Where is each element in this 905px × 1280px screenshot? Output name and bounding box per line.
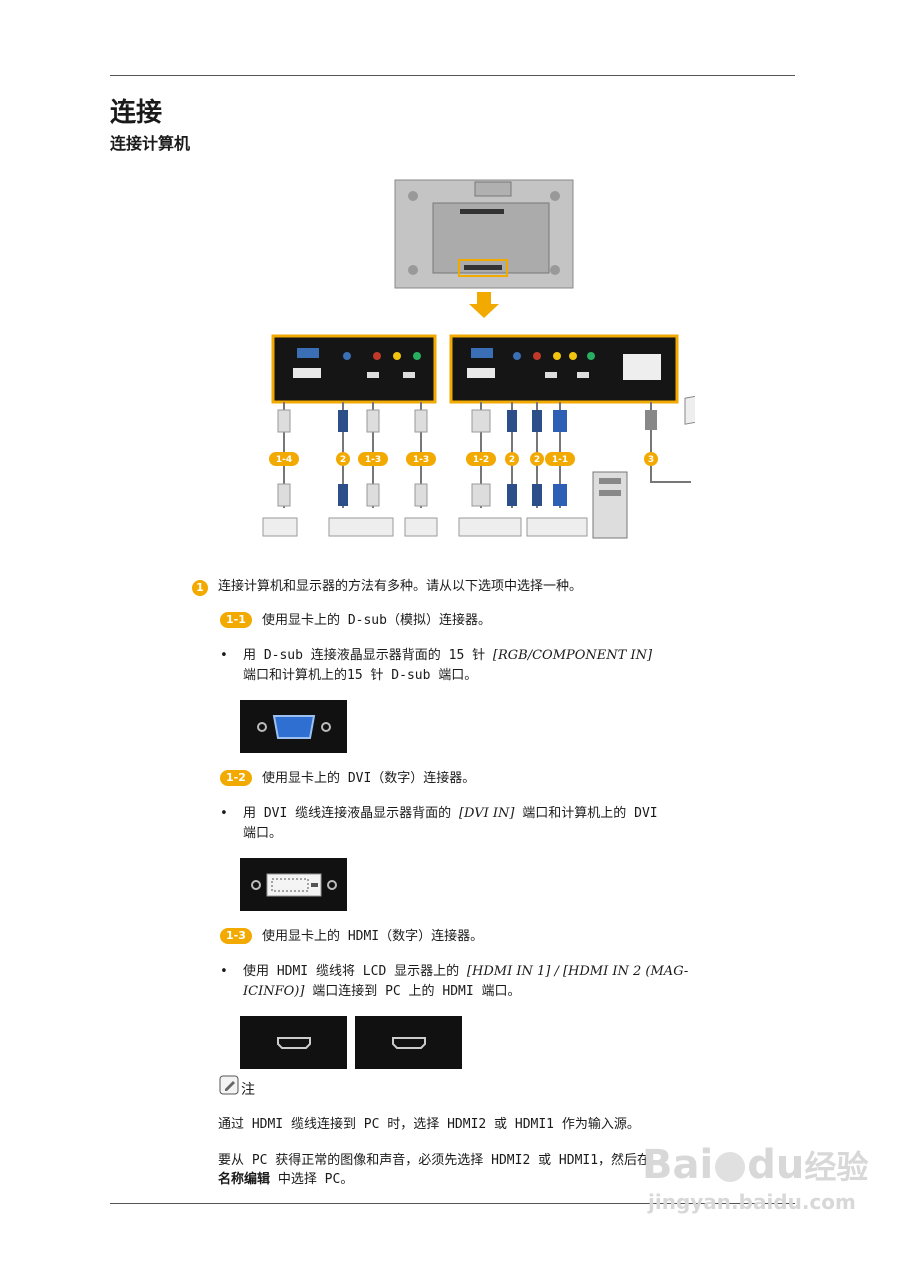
option-dsub-heading: 使用显卡上的 D-sub（模拟）连接器。 [262, 613, 491, 628]
hdmi-port-name: [HDMI IN 1] / [HDMI IN 2 (MAG- [466, 964, 689, 979]
top-rule [110, 75, 795, 76]
hdmi-bullet-text: 使用 HDMI 缆线将 LCD 显示器上的 [243, 964, 467, 979]
computer-sockets [262, 517, 588, 537]
watermark-url: jingyan.baidu.com [648, 1190, 856, 1214]
note-line3: 名称编辑 中选择 PC。 [218, 1170, 353, 1190]
hdmi-port-name-cont: ICINFO)] [243, 984, 305, 999]
watermark-brand-cn: 经验 [804, 1148, 869, 1186]
bullet-marker: • [220, 648, 228, 663]
port-panel-left [271, 334, 437, 404]
note-line2: 要从 PC 获得正常的图像和声音，必须先选择 HDMI2 或 HDMI1，然后在 [218, 1153, 651, 1168]
dvi-port-photo [240, 858, 347, 911]
bullet-marker: • [220, 964, 228, 979]
option-badge-1-2: 1-2 [220, 770, 252, 786]
section-title: 连接计算机 [110, 134, 191, 153]
monitor-rear-view [394, 179, 574, 289]
down-arrow-icon [469, 292, 499, 318]
dvi-bullet-text-post: 端口和计算机上的 DVI [514, 806, 658, 821]
note-line3-post: 中选择 PC。 [270, 1172, 354, 1187]
callout-label: 2 [509, 455, 515, 465]
option-dsub-bullet-line1: 用 D-sub 连接液晶显示器背面的 15 针 [RGB/COMPONENT I… [243, 646, 652, 666]
note-label: 注 [241, 1082, 255, 1098]
option-dvi-heading: 使用显卡上的 DVI（数字）连接器。 [262, 771, 476, 786]
pc-tower-icon [592, 471, 628, 539]
note-line1: 通过 HDMI 缆线连接到 PC 时，选择 HDMI2 或 HDMI1 作为输入… [218, 1117, 640, 1132]
callout-label: 1-4 [276, 455, 292, 465]
step1-text: 连接计算机和显示器的方法有多种。请从以下选项中选择一种。 [218, 579, 583, 594]
callout-label: 1-2 [473, 455, 489, 465]
option-badge-1-3: 1-3 [220, 928, 252, 944]
dsub-port-photo [240, 700, 347, 753]
callout-label: 1-3 [365, 455, 381, 465]
dsub-port-name: [RGB/COMPONENT IN] [492, 648, 653, 663]
hdmi-port-photo-1 [240, 1016, 347, 1069]
bottom-rule [110, 1203, 795, 1204]
wall-outlet-icon [684, 394, 695, 425]
callout-label: 2 [534, 455, 540, 465]
hdmi-bullet-text-post: 端口连接到 PC 上的 HDMI 端口。 [304, 984, 521, 999]
note-icon [218, 1074, 240, 1100]
connector-plugs [277, 409, 657, 507]
step-number-badge: 1 [192, 580, 208, 596]
bullet-marker: • [220, 806, 228, 821]
callout-label: 3 [648, 455, 654, 465]
callout-label: 1-1 [552, 455, 568, 465]
port-panel-right [449, 334, 679, 404]
watermark-brand-2: du [747, 1142, 805, 1188]
option-dsub-bullet-line2: 端口和计算机上的15 针 D-sub 端口。 [243, 668, 478, 683]
option-hdmi-bullet-line1: 使用 HDMI 缆线将 LCD 显示器上的 [HDMI IN 1] / [HDM… [243, 962, 688, 982]
connection-diagram: 1-4 2 1-3 1-3 1-2 2 2 1-1 3 [262, 179, 695, 539]
hdmi-port-photo-2 [355, 1016, 462, 1069]
option-badge-1-1: 1-1 [220, 612, 252, 628]
dsub-bullet-text: 用 D-sub 连接液晶显示器背面的 15 针 [243, 648, 493, 663]
dvi-bullet-text: 用 DVI 缆线连接液晶显示器背面的 [243, 806, 459, 821]
dvi-port-name: [DVI IN] [458, 806, 515, 821]
option-hdmi-heading: 使用显卡上的 HDMI（数字）连接器。 [262, 929, 484, 944]
page-title: 连接 [110, 98, 163, 128]
watermark-brand: Bai [642, 1142, 714, 1188]
option-dvi-bullet-line1: 用 DVI 缆线连接液晶显示器背面的 [DVI IN] 端口和计算机上的 DVI [243, 804, 658, 824]
option-dvi-bullet-line2: 端口。 [243, 826, 283, 841]
name-edit-term: 名称编辑 [218, 1172, 271, 1187]
callout-label: 2 [340, 455, 346, 465]
callout-badges: 1-4 2 1-3 1-3 1-2 2 2 1-1 3 [269, 452, 658, 466]
option-hdmi-bullet-line2: ICINFO)] 端口连接到 PC 上的 HDMI 端口。 [243, 982, 521, 1002]
callout-label: 1-3 [413, 455, 429, 465]
paw-icon [715, 1152, 746, 1182]
